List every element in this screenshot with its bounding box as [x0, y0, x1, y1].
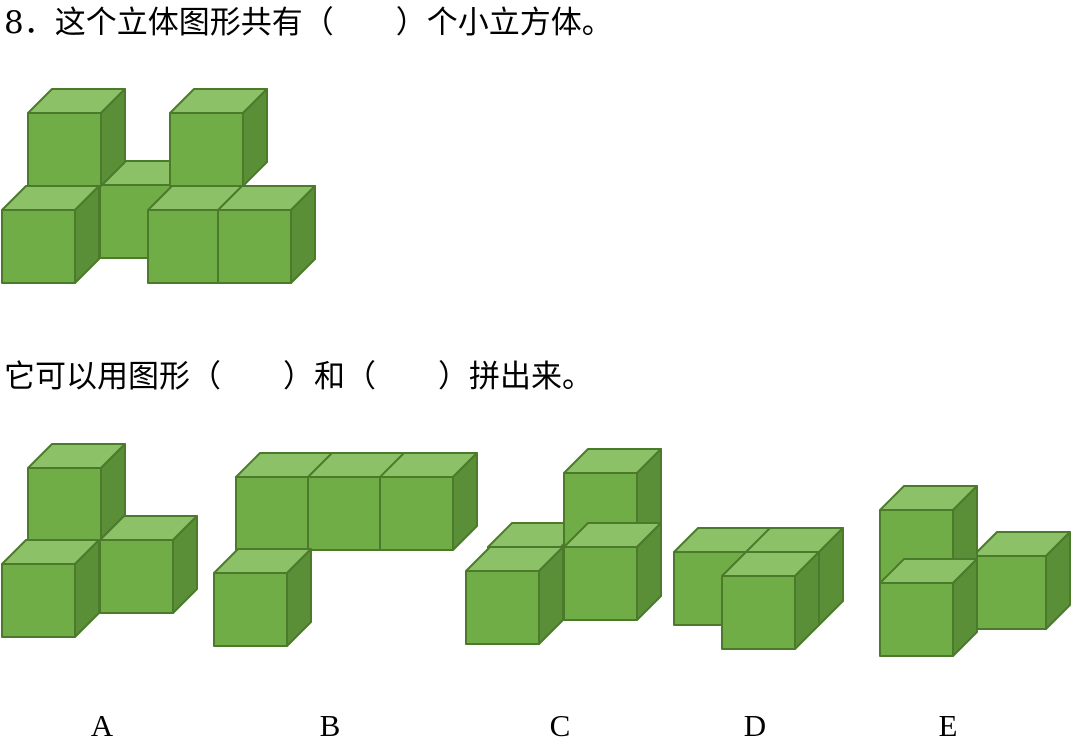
- main-cube-figure: [1, 88, 316, 284]
- cube: [213, 548, 312, 647]
- cube: [217, 185, 316, 284]
- option-c-figure: [465, 448, 662, 645]
- cube: [99, 515, 198, 614]
- question-line-2: 它可以用图形（ ）和（ ）拼出来。: [4, 359, 593, 395]
- option-label-e: E: [938, 708, 958, 743]
- cube-front-face: [1, 209, 76, 284]
- option-d-figure: [673, 527, 844, 650]
- cube-front-face: [217, 209, 292, 284]
- cube: [1, 185, 100, 284]
- cube: [27, 88, 126, 187]
- option-label-c: C: [549, 708, 571, 743]
- cube: [27, 443, 126, 542]
- cube-front-face: [27, 112, 102, 187]
- option-label-b: B: [319, 708, 341, 743]
- cube: [972, 531, 1071, 630]
- cube: [1, 539, 100, 638]
- option-e-figure: [879, 485, 1071, 657]
- option-a-figure: [1, 443, 198, 638]
- cube: [465, 546, 564, 645]
- cube: [379, 452, 478, 551]
- cube-front-face: [213, 572, 288, 647]
- cube: [879, 558, 978, 657]
- option-label-d: D: [743, 708, 767, 743]
- cube-front-face: [27, 467, 102, 542]
- cube-front-face: [563, 546, 638, 621]
- cube-front-face: [721, 575, 796, 650]
- cube-front-face: [879, 582, 954, 657]
- cube-front-face: [465, 570, 540, 645]
- cube-front-face: [169, 112, 244, 187]
- cube-front-face: [1, 563, 76, 638]
- cube: [721, 551, 820, 650]
- cube-front-face: [379, 476, 454, 551]
- option-label-a: A: [90, 708, 114, 743]
- cube: [169, 88, 268, 187]
- cube-front-face: [972, 555, 1047, 630]
- cube-front-face: [99, 539, 174, 614]
- cube-front-face: [307, 476, 382, 551]
- question-line-1: 8．这个立体图形共有（ ）个小立方体。: [4, 5, 613, 41]
- option-b-figure: [213, 452, 478, 647]
- cube-front-face: [147, 209, 222, 284]
- cube: [563, 522, 662, 621]
- cube-front-face: [235, 476, 310, 551]
